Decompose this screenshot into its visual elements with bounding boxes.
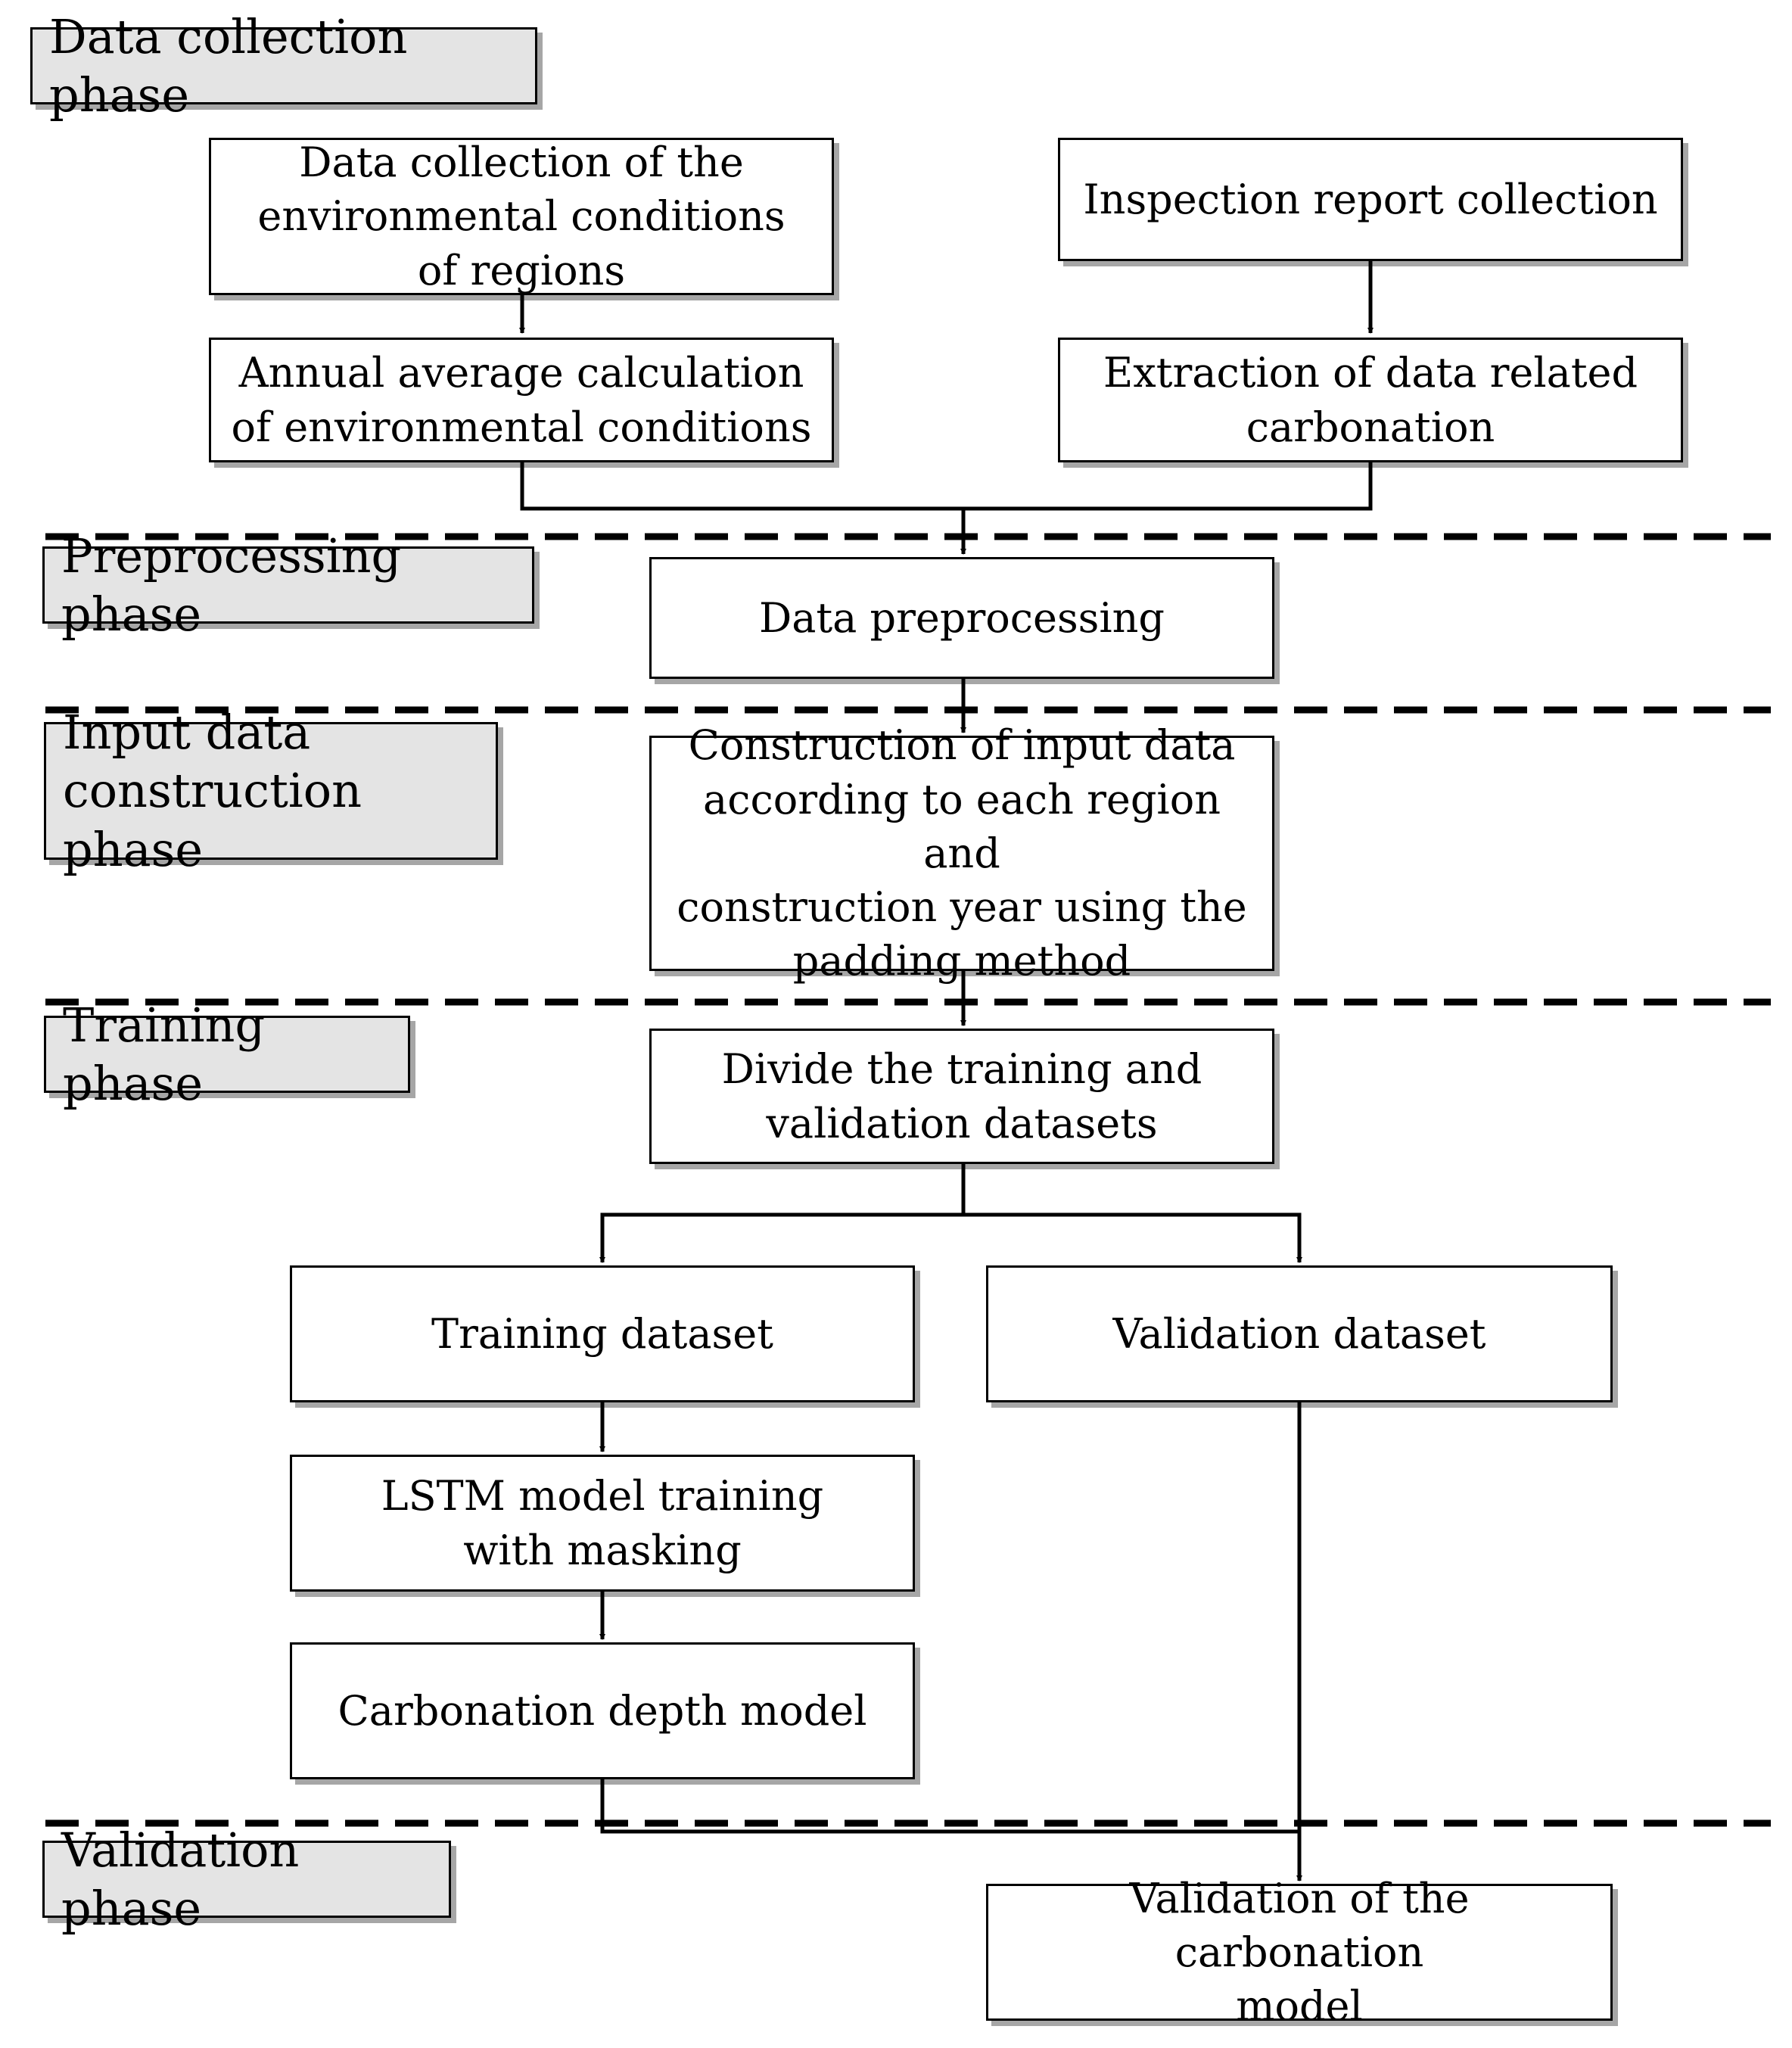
divide-datasets-box: Divide the training and validation datas… [649, 1029, 1274, 1164]
validation-dataset-box: Validation dataset [986, 1265, 1613, 1402]
carbonation-depth-model-box: Carbonation depth model [290, 1642, 915, 1779]
phase-label-validation: Validation phase [42, 1822, 451, 1936]
env-data-collection-box: Data collection of the environmental con… [209, 138, 834, 295]
split-line-right [963, 1212, 1302, 1263]
phase-label-data-collection: Data collection phase [30, 9, 537, 123]
phase-label-training: Training phase [44, 998, 410, 1111]
input-construction-box: Construction of input data according to … [649, 721, 1274, 985]
phase-label-input-construction: Input data construction phase [44, 705, 498, 877]
merge-line-top [520, 462, 1373, 511]
phase-label-preprocessing: Preprocessing phase [42, 528, 534, 642]
data-preprocessing-box: Data preprocessing [649, 557, 1274, 679]
inspection-report-box: Inspection report collection [1058, 138, 1683, 261]
split-line [599, 1164, 966, 1263]
training-dataset-box: Training dataset [290, 1265, 915, 1402]
lstm-training-box: LSTM model training with masking [290, 1455, 915, 1592]
extraction-box: Extraction of data related carbonation [1058, 338, 1683, 462]
merge-line-bottom [600, 1779, 1299, 1834]
annual-average-box: Annual average calculation of environmen… [209, 338, 834, 462]
validation-model-box: Validation of the carbonation model [986, 1875, 1613, 2030]
